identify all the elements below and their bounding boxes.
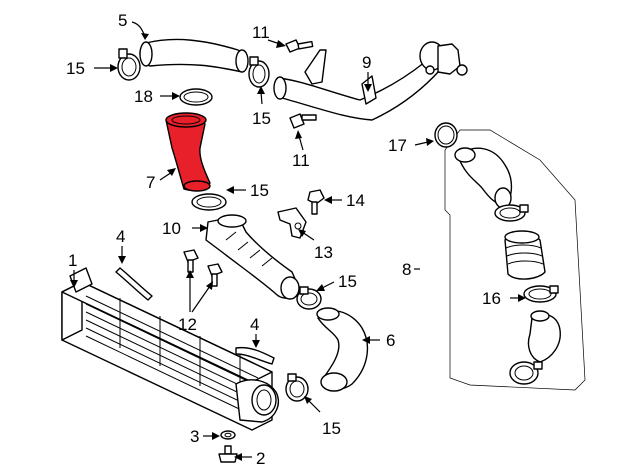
callout-12: 12 [178, 315, 197, 334]
part-right-clamp-upper[interactable] [494, 204, 529, 222]
callout-18: 18 [134, 87, 153, 106]
callout-7: 7 [146, 173, 155, 192]
callout-14: 14 [346, 191, 365, 210]
leader-lines [70, 21, 526, 461]
part-14-bolt[interactable] [307, 189, 325, 215]
callout-11: 11 [292, 151, 310, 170]
callout-1: 1 [68, 251, 77, 270]
callout-15: 15 [322, 419, 341, 438]
callout-6: 6 [386, 331, 395, 350]
part-5-upper-hose[interactable] [139, 38, 249, 73]
callout-16: 16 [482, 289, 501, 308]
part-6-lower-hose[interactable] [316, 307, 369, 392]
part-11-bolt-lower[interactable] [289, 113, 317, 129]
part-15-clamp-bottom[interactable] [285, 373, 309, 402]
part-18-o-ring[interactable] [179, 88, 213, 106]
callout-10: 10 [162, 219, 181, 238]
part-3-washer[interactable] [220, 430, 236, 440]
part-4-rubber-strip-lower[interactable] [235, 346, 275, 365]
callout-9: 9 [362, 53, 371, 72]
callout-11: 11 [252, 23, 270, 42]
part-11-bolt-upper[interactable] [285, 39, 314, 53]
part-15-clamp-mid[interactable] [191, 193, 227, 211]
callout-17: 17 [388, 136, 407, 155]
callout-5: 5 [118, 11, 127, 30]
part-1-intercooler[interactable] [61, 267, 280, 431]
part-right-corrugated-coupler[interactable] [504, 230, 546, 280]
callout-4: 4 [116, 227, 125, 246]
part-17-o-ring[interactable] [434, 122, 458, 148]
part-15-clamp-lower-mid[interactable] [296, 286, 322, 310]
part-16-clamp[interactable] [523, 285, 559, 303]
group-boundary-outline [444, 129, 586, 391]
callout-8: 8 [402, 260, 411, 279]
callout-15: 15 [338, 272, 357, 291]
part-10-intake-tube[interactable] [205, 214, 301, 300]
part-7-charge-air-hose-highlighted[interactable] [165, 112, 211, 192]
callout-15: 15 [66, 59, 85, 78]
part-right-clamp-lower[interactable] [509, 361, 543, 385]
part-right-elbow-hose[interactable] [454, 147, 513, 209]
part-12-bolt-left[interactable] [183, 249, 199, 273]
callout-2: 2 [256, 449, 265, 468]
callout-3: 3 [190, 427, 199, 446]
part-12-bolt-right[interactable] [207, 263, 223, 287]
callout-15: 15 [250, 181, 269, 200]
callout-13: 13 [314, 243, 333, 262]
callout-labels: 5 15 18 7 15 11 15 11 9 17 14 13 10 4 1 … [66, 11, 501, 468]
callout-15: 15 [252, 109, 271, 128]
part-2-bolt[interactable] [218, 445, 238, 463]
part-15-clamp-upper-right[interactable] [248, 56, 270, 88]
callout-4: 4 [250, 315, 259, 334]
part-4-rubber-strip-upper[interactable] [115, 267, 153, 301]
part-15-clamp-upper-left[interactable] [117, 48, 141, 81]
part-right-lower-hose[interactable] [527, 310, 561, 363]
